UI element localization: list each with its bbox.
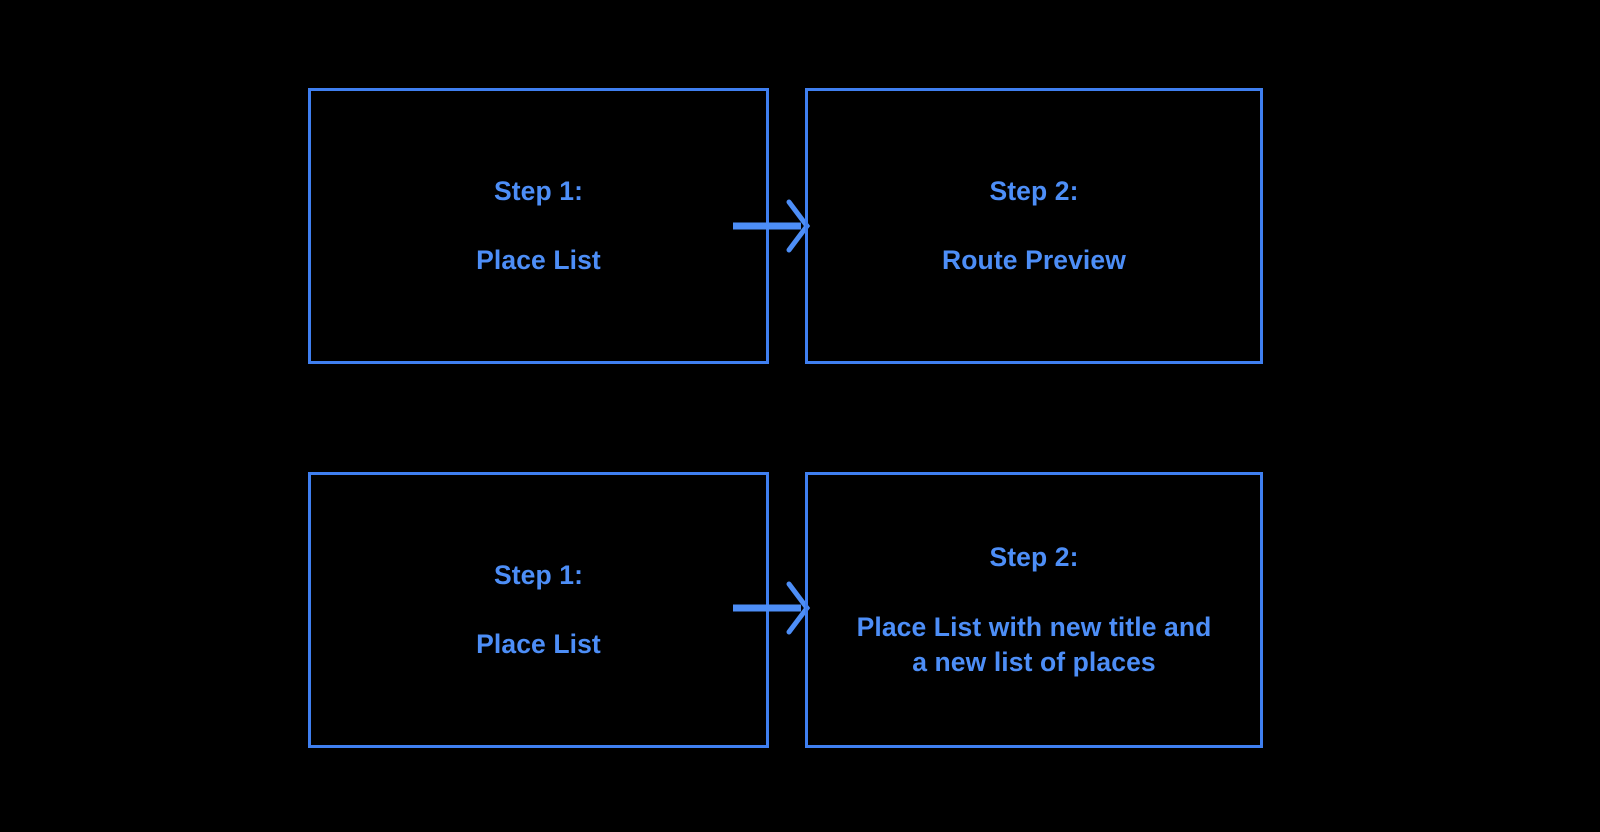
step-detail: Place List with new title and a new list… [856, 612, 1212, 677]
step-label: Step 2: Place List with new title and a … [847, 505, 1222, 715]
step-label: Step 1: Place List [466, 139, 611, 314]
step-box-top-step-2[interactable]: Step 2: Route Preview [805, 88, 1263, 364]
step-heading: Step 2: [989, 542, 1079, 573]
step-box-top-step-1[interactable]: Step 1: Place List [308, 88, 769, 364]
step-detail: Route Preview [942, 245, 1126, 276]
flow-row-new-place-list: Step 1: Place List Step 2: Place List wi… [0, 472, 1600, 748]
step-heading: Step 1: [493, 175, 584, 206]
step-detail: Place List [476, 245, 601, 276]
step-heading: Step 1: [493, 559, 584, 590]
step-label: Step 1: Place List [466, 523, 611, 698]
step-box-bottom-step-1[interactable]: Step 1: Place List [308, 472, 769, 748]
step-heading: Step 2: [989, 175, 1079, 206]
step-label: Step 2: Route Preview [932, 139, 1136, 314]
flow-row-route-preview: Step 1: Place List Step 2: Route Preview [0, 88, 1600, 364]
step-detail: Place List [476, 629, 601, 660]
step-box-bottom-step-2[interactable]: Step 2: Place List with new title and a … [805, 472, 1263, 748]
